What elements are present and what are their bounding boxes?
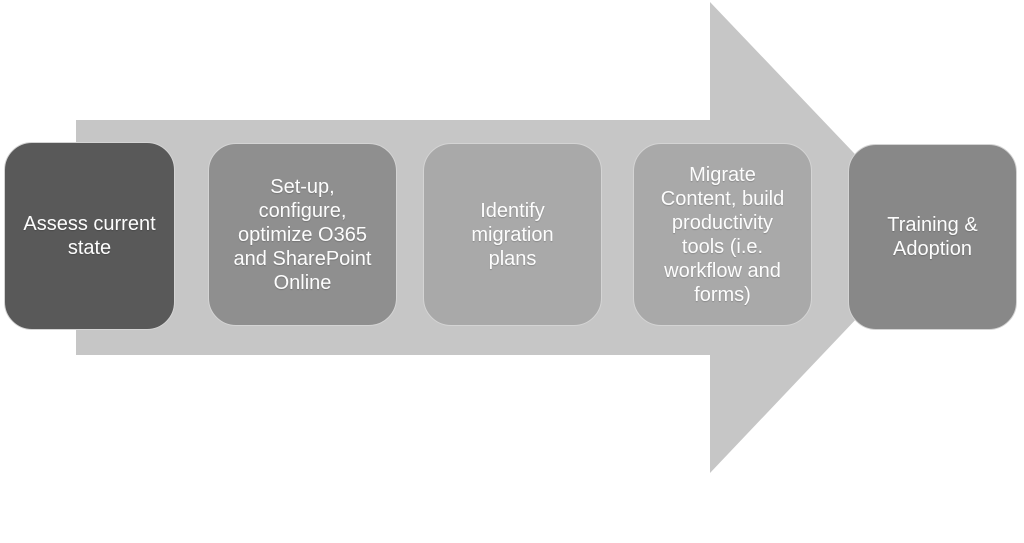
- step-identify-migration-plans: Identify migration plans: [423, 143, 602, 326]
- step-label: Assess current state: [23, 213, 156, 259]
- step-setup-configure-optimize: Set-up, configure, optimize O365 and Sha…: [208, 143, 397, 326]
- step-migrate-content-build-tools: Migrate Content, build productivity tool…: [633, 143, 812, 326]
- step-assess-current-state: Assess current state: [4, 142, 175, 330]
- step-label: Set-up, configure, optimize O365 and Sha…: [233, 175, 372, 294]
- step-label: Training & Adoption: [887, 214, 978, 260]
- step-label: Identify migration plans: [471, 199, 554, 270]
- step-label: Migrate Content, build productivity tool…: [660, 163, 785, 306]
- step-training-adoption: Training & Adoption: [848, 144, 1017, 330]
